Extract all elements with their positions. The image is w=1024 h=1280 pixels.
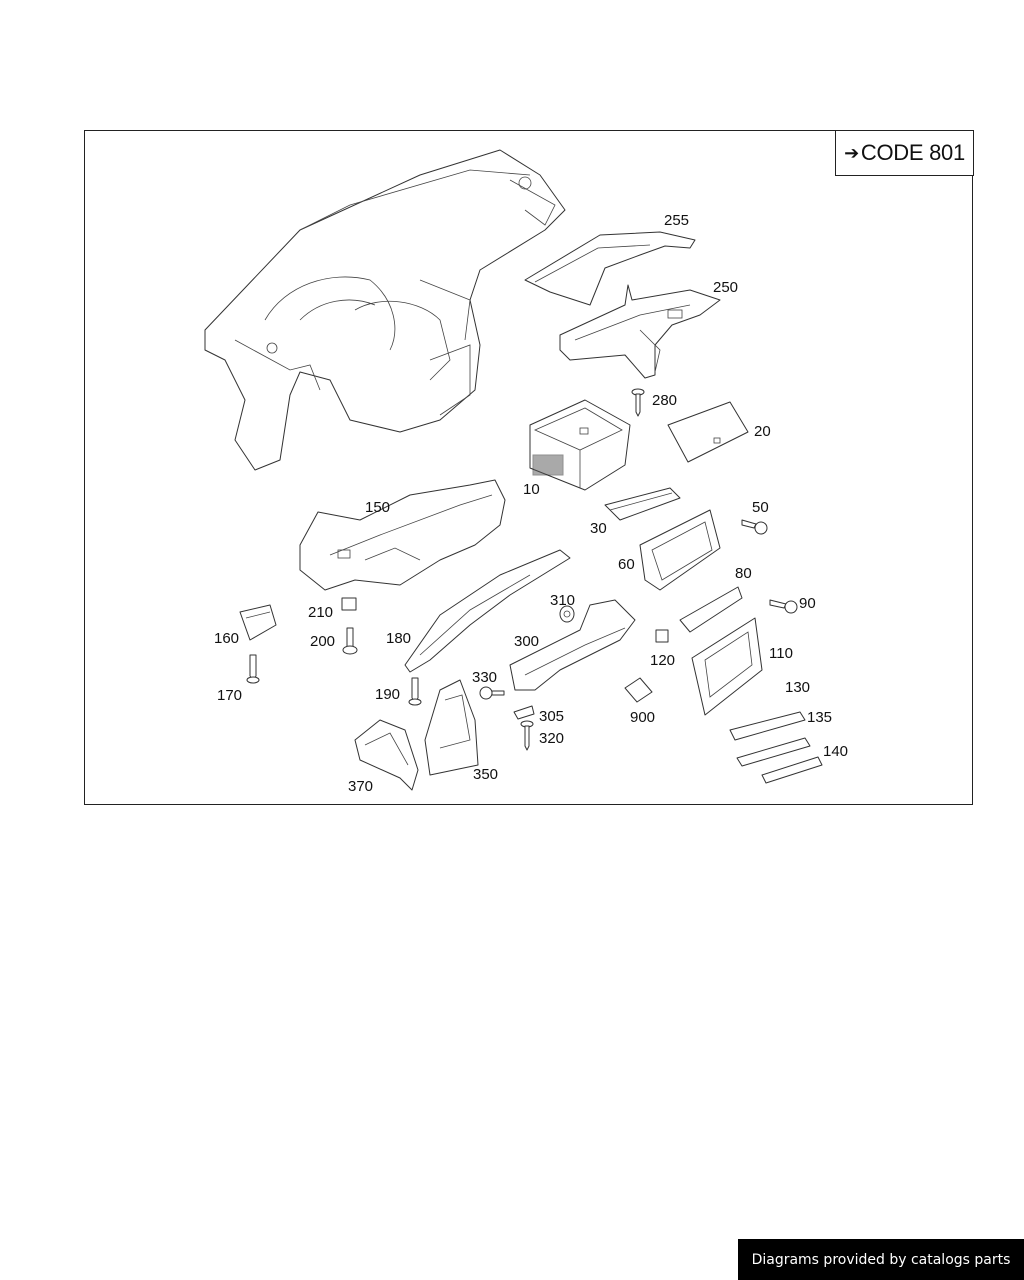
- callout-135: 135: [807, 709, 832, 726]
- callout-250: 250: [713, 279, 738, 296]
- callout-280: 280: [652, 392, 677, 409]
- callout-10: 10: [523, 481, 540, 498]
- callout-370: 370: [348, 778, 373, 795]
- part-300-lower-panel: [509, 599, 636, 691]
- callout-140: 140: [823, 743, 848, 760]
- part-180-bracket: [404, 549, 571, 673]
- part-330-screw: [479, 686, 505, 700]
- callout-200: 200: [310, 633, 335, 650]
- callout-150: 150: [365, 499, 390, 516]
- part-320-screw: [520, 720, 534, 751]
- part-80-cover: [679, 586, 743, 633]
- callout-350: 350: [473, 766, 498, 783]
- callout-90: 90: [799, 595, 816, 612]
- callout-110: 110: [769, 645, 793, 662]
- callout-160: 160: [214, 630, 239, 647]
- part-170-screw: [246, 654, 260, 684]
- part-350-duct: [424, 679, 479, 776]
- footer-credit-text: Diagrams provided by catalogs parts: [751, 1251, 1011, 1268]
- part-370-bracket: [354, 719, 419, 791]
- part-200-screw: [342, 627, 358, 655]
- callout-labels: 255 250 280 20 10 150 50 30 60 80 90 310…: [214, 212, 848, 795]
- callout-120: 120: [650, 652, 675, 669]
- callout-130: 130: [785, 679, 810, 696]
- callout-180: 180: [386, 630, 411, 647]
- part-280-screw: [631, 388, 645, 417]
- callout-30: 30: [590, 520, 607, 537]
- part-255-bracket: [524, 231, 696, 306]
- part-110-trim-frame: [691, 617, 763, 716]
- callout-210: 210: [308, 604, 333, 621]
- callout-20: 20: [754, 423, 771, 440]
- part-120-clip: [655, 629, 669, 643]
- badge-135-avantgarde: [736, 737, 811, 767]
- part-250-support: [559, 284, 721, 379]
- callout-310: 310: [550, 592, 575, 609]
- part-90-screw: [769, 599, 798, 614]
- dashboard-assembly: [204, 149, 566, 471]
- callout-190: 190: [375, 686, 400, 703]
- part-900-label: [624, 677, 653, 703]
- part-10-glovebox: [529, 399, 631, 491]
- badge-130-elegance: [729, 711, 806, 741]
- part-50-screw: [741, 519, 768, 535]
- right-arrow-icon: ➔: [844, 142, 859, 163]
- callout-330: 330: [472, 669, 497, 686]
- callout-300: 300: [514, 633, 539, 650]
- part-20-lid: [667, 401, 749, 463]
- part-150-console: [299, 479, 506, 591]
- part-305-clip: [513, 705, 535, 720]
- callout-50: 50: [752, 499, 769, 516]
- callout-80: 80: [735, 565, 752, 582]
- callout-60: 60: [618, 556, 635, 573]
- callout-255: 255: [664, 212, 689, 229]
- part-160-switch: [239, 604, 277, 641]
- footer-credit: Diagrams provided by catalogs parts: [738, 1239, 1024, 1280]
- part-190-screw: [408, 677, 422, 706]
- badge-140-4matic: [761, 756, 823, 784]
- code-801-box: ➔ CODE 801: [835, 130, 974, 176]
- callout-320: 320: [539, 730, 564, 747]
- callout-170: 170: [217, 687, 242, 704]
- callout-900: 900: [630, 709, 655, 726]
- code-label: CODE 801: [860, 140, 965, 165]
- part-30-tray: [604, 487, 681, 521]
- callout-305: 305: [539, 708, 564, 725]
- diagram-frame: [84, 130, 973, 805]
- part-310-nut: [559, 605, 575, 623]
- part-60-frame: [639, 509, 721, 591]
- part-210-clip: [341, 597, 357, 611]
